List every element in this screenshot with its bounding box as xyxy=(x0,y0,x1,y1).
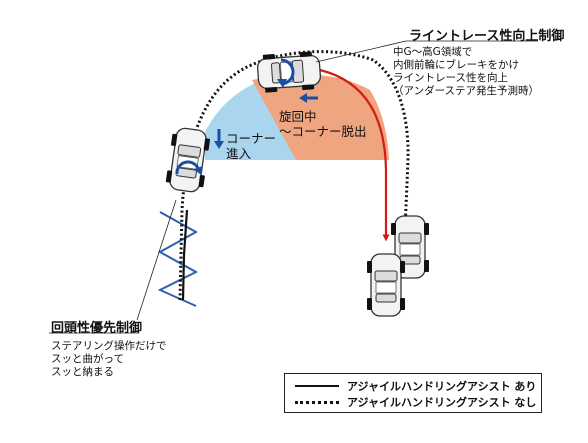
corner-entry-label: コーナー 進入 xyxy=(226,131,276,161)
path-with-assist-straight xyxy=(181,209,189,301)
turn-in-desc-line: スッと曲がって xyxy=(51,353,124,365)
car-apex xyxy=(256,50,322,94)
trace-desc-line: ライントレース性を向上 xyxy=(393,72,508,84)
trace-desc-line: （アンダーステア発生予測時） xyxy=(393,85,540,97)
solid-line-swatch xyxy=(295,385,339,387)
trace-control-title: ライントレース性向上制御 xyxy=(409,29,565,44)
turn-in-control-desc: ステアリング操作だけで スッと曲がって スッと納まる xyxy=(51,340,167,379)
turn-in-desc-line: ステアリング操作だけで xyxy=(51,340,167,352)
leader-line-bottom xyxy=(136,199,177,321)
yaw-rotation-icon-apex xyxy=(277,58,295,88)
turning-exit-line: 旋回中 xyxy=(279,109,317,124)
trace-desc-line: 内側前輪にブレーキをかけ xyxy=(393,59,519,71)
trace-desc-line: 中G～高G領域で xyxy=(393,46,473,58)
car-exit-with-assist xyxy=(366,253,406,317)
turn-in-control-title: 回頭性優先制御 xyxy=(51,321,143,336)
dotted-line-swatch xyxy=(295,400,339,404)
turn-in-desc-line: スッと納まる xyxy=(51,366,114,378)
legend-item-without-assist: アジャイルハンドリングアシスト なし xyxy=(295,395,536,409)
legend-label-with-assist: アジャイルハンドリングアシスト あり xyxy=(347,380,537,393)
red-trace-path xyxy=(319,68,390,242)
corner-entry-line: コーナー xyxy=(226,131,277,146)
turning-exit-zone xyxy=(252,74,389,160)
leader-line-top xyxy=(315,40,407,63)
turning-exit-label: 旋回中 ～コーナー脱出 xyxy=(279,109,367,139)
turning-exit-line: ～コーナー脱出 xyxy=(279,124,367,139)
legend-label-without-assist: アジャイルハンドリングアシスト なし xyxy=(347,396,537,409)
corner-entry-zone xyxy=(205,80,296,160)
trace-control-desc: 中G～高G領域で 内側前輪にブレーキをかけ ライントレース性を向上 （アンダース… xyxy=(393,46,539,98)
yaw-rotation-icon-entry xyxy=(175,160,203,175)
corner-entry-line: 進入 xyxy=(226,146,252,161)
brake-arrow-entry-icon xyxy=(214,129,224,149)
slalom-zigzag xyxy=(157,211,199,307)
car-entry xyxy=(164,126,212,194)
legend: アジャイルハンドリングアシスト あり アジャイルハンドリングアシスト なし xyxy=(284,373,542,413)
legend-item-with-assist: アジャイルハンドリングアシスト あり xyxy=(295,379,536,393)
brake-arrow-apex-icon xyxy=(299,93,318,103)
